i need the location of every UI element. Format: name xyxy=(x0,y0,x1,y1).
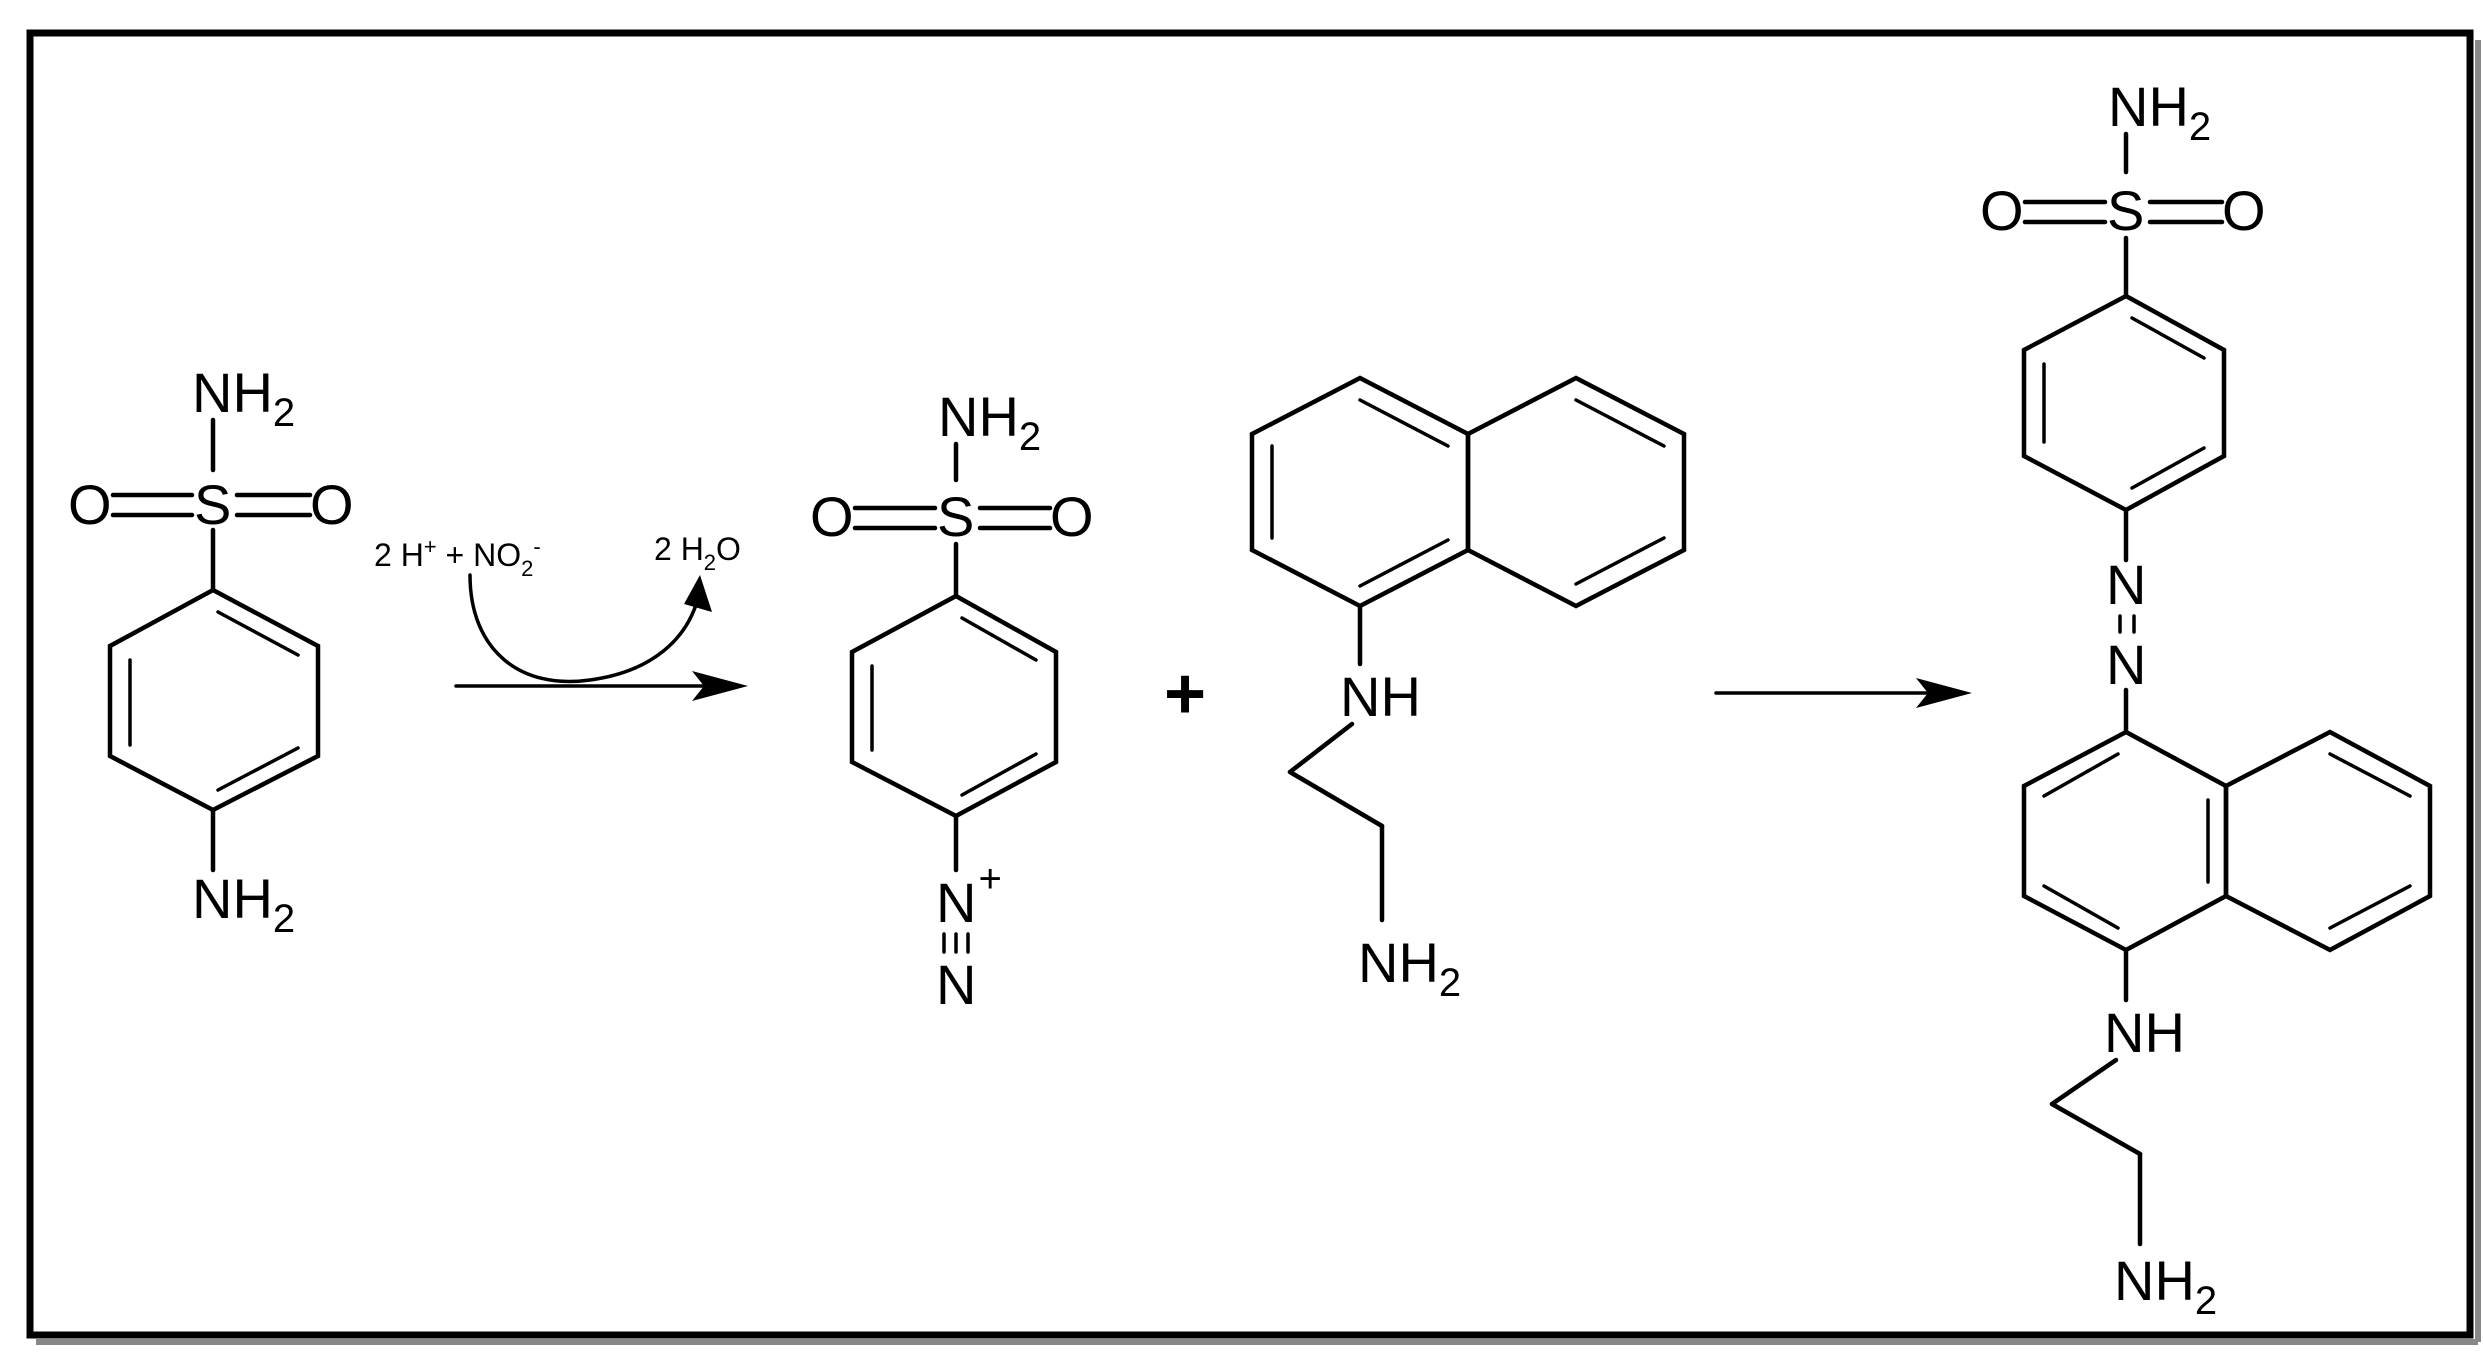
label-nh2: NH2 xyxy=(1358,931,1461,1005)
molecule-naphthylethylenediamine: NH NH2 xyxy=(1249,375,1687,1005)
bond-nh-ch2 xyxy=(1287,721,1355,775)
ring-double-1 xyxy=(2130,316,2206,360)
label-azo-n2: N xyxy=(2106,633,2146,696)
ring-double-2 xyxy=(2130,446,2206,490)
label-s: S xyxy=(937,485,974,548)
label-o-left: O xyxy=(1980,179,2024,242)
label-nh2-top: NH2 xyxy=(192,361,295,435)
label-o-right: O xyxy=(1050,485,1094,548)
ring-double-1 xyxy=(216,610,300,657)
label-o-right: O xyxy=(2222,179,2266,242)
reaction-arrow-2-head xyxy=(1916,678,1972,708)
reaction-arrow-2 xyxy=(1714,678,1972,708)
ring-left-double-3 xyxy=(1358,538,1450,588)
ring-left-double-2 xyxy=(2042,884,2120,930)
label-nh2: NH2 xyxy=(2114,1249,2217,1323)
label-nh2-top: NH2 xyxy=(2108,75,2211,149)
curved-arrow xyxy=(468,573,702,684)
ring-right-double-1 xyxy=(2328,752,2412,798)
frame-border xyxy=(26,29,2474,1339)
reagents-diazotization: 2 H+ + NO2- 2 H2O xyxy=(374,531,748,701)
label-n-terminal: N xyxy=(936,953,976,1016)
naphthalene-ring-right xyxy=(2223,729,2433,953)
reagent-proton-nitrite: 2 H+ + NO2- xyxy=(374,534,541,581)
naphthalene-ring-left xyxy=(1249,375,1471,609)
label-o-left: O xyxy=(68,473,112,536)
label-o-right: O xyxy=(310,473,354,536)
ring-double-2 xyxy=(960,752,1038,797)
label-nh2-top: NH2 xyxy=(938,385,1041,459)
label-s: S xyxy=(2107,179,2144,242)
bond-ch2-ch2 xyxy=(1287,769,1385,829)
ring-right-double-2 xyxy=(2328,884,2412,930)
bond-nh-ch2 xyxy=(2049,1057,2119,1107)
label-s: S xyxy=(194,473,231,536)
benzene-ring xyxy=(107,587,321,813)
naphthalene-ring-right xyxy=(1465,375,1687,609)
reagent-water: 2 H2O xyxy=(654,531,741,575)
plus-sign: + xyxy=(1164,654,1206,734)
ring-left-double-1 xyxy=(2042,752,2120,798)
ring-double-1 xyxy=(960,616,1038,662)
ring-double-2 xyxy=(216,746,300,792)
reaction-arrow-1-head xyxy=(692,671,748,701)
label-o-left: O xyxy=(810,485,854,548)
molecule-diazonium: NH2 O S O N+ N xyxy=(810,385,1094,1016)
molecule-sulfanilamide: NH2 O S O NH2 xyxy=(68,361,354,941)
curved-arrow-head xyxy=(684,575,712,612)
label-n-plus: N+ xyxy=(936,857,1002,934)
label-azo-n1: N xyxy=(2106,553,2146,616)
label-nh2-bottom: NH2 xyxy=(192,867,295,941)
label-nh: NH xyxy=(1340,665,1421,728)
ring-left-double-1 xyxy=(1358,398,1450,448)
ring-right-double-1 xyxy=(1574,398,1666,448)
molecule-azo-dye-product: NH2 O S O N N NH NH2 xyxy=(1980,75,2433,1323)
label-nh: NH xyxy=(2104,1001,2185,1064)
benzene-ring xyxy=(2021,293,2227,513)
naphthalene-ring-left xyxy=(2021,729,2229,953)
ring-right-double-2 xyxy=(1574,536,1666,586)
bond-ch2-ch2 xyxy=(2049,1101,2143,1157)
benzene-ring xyxy=(849,593,1059,819)
